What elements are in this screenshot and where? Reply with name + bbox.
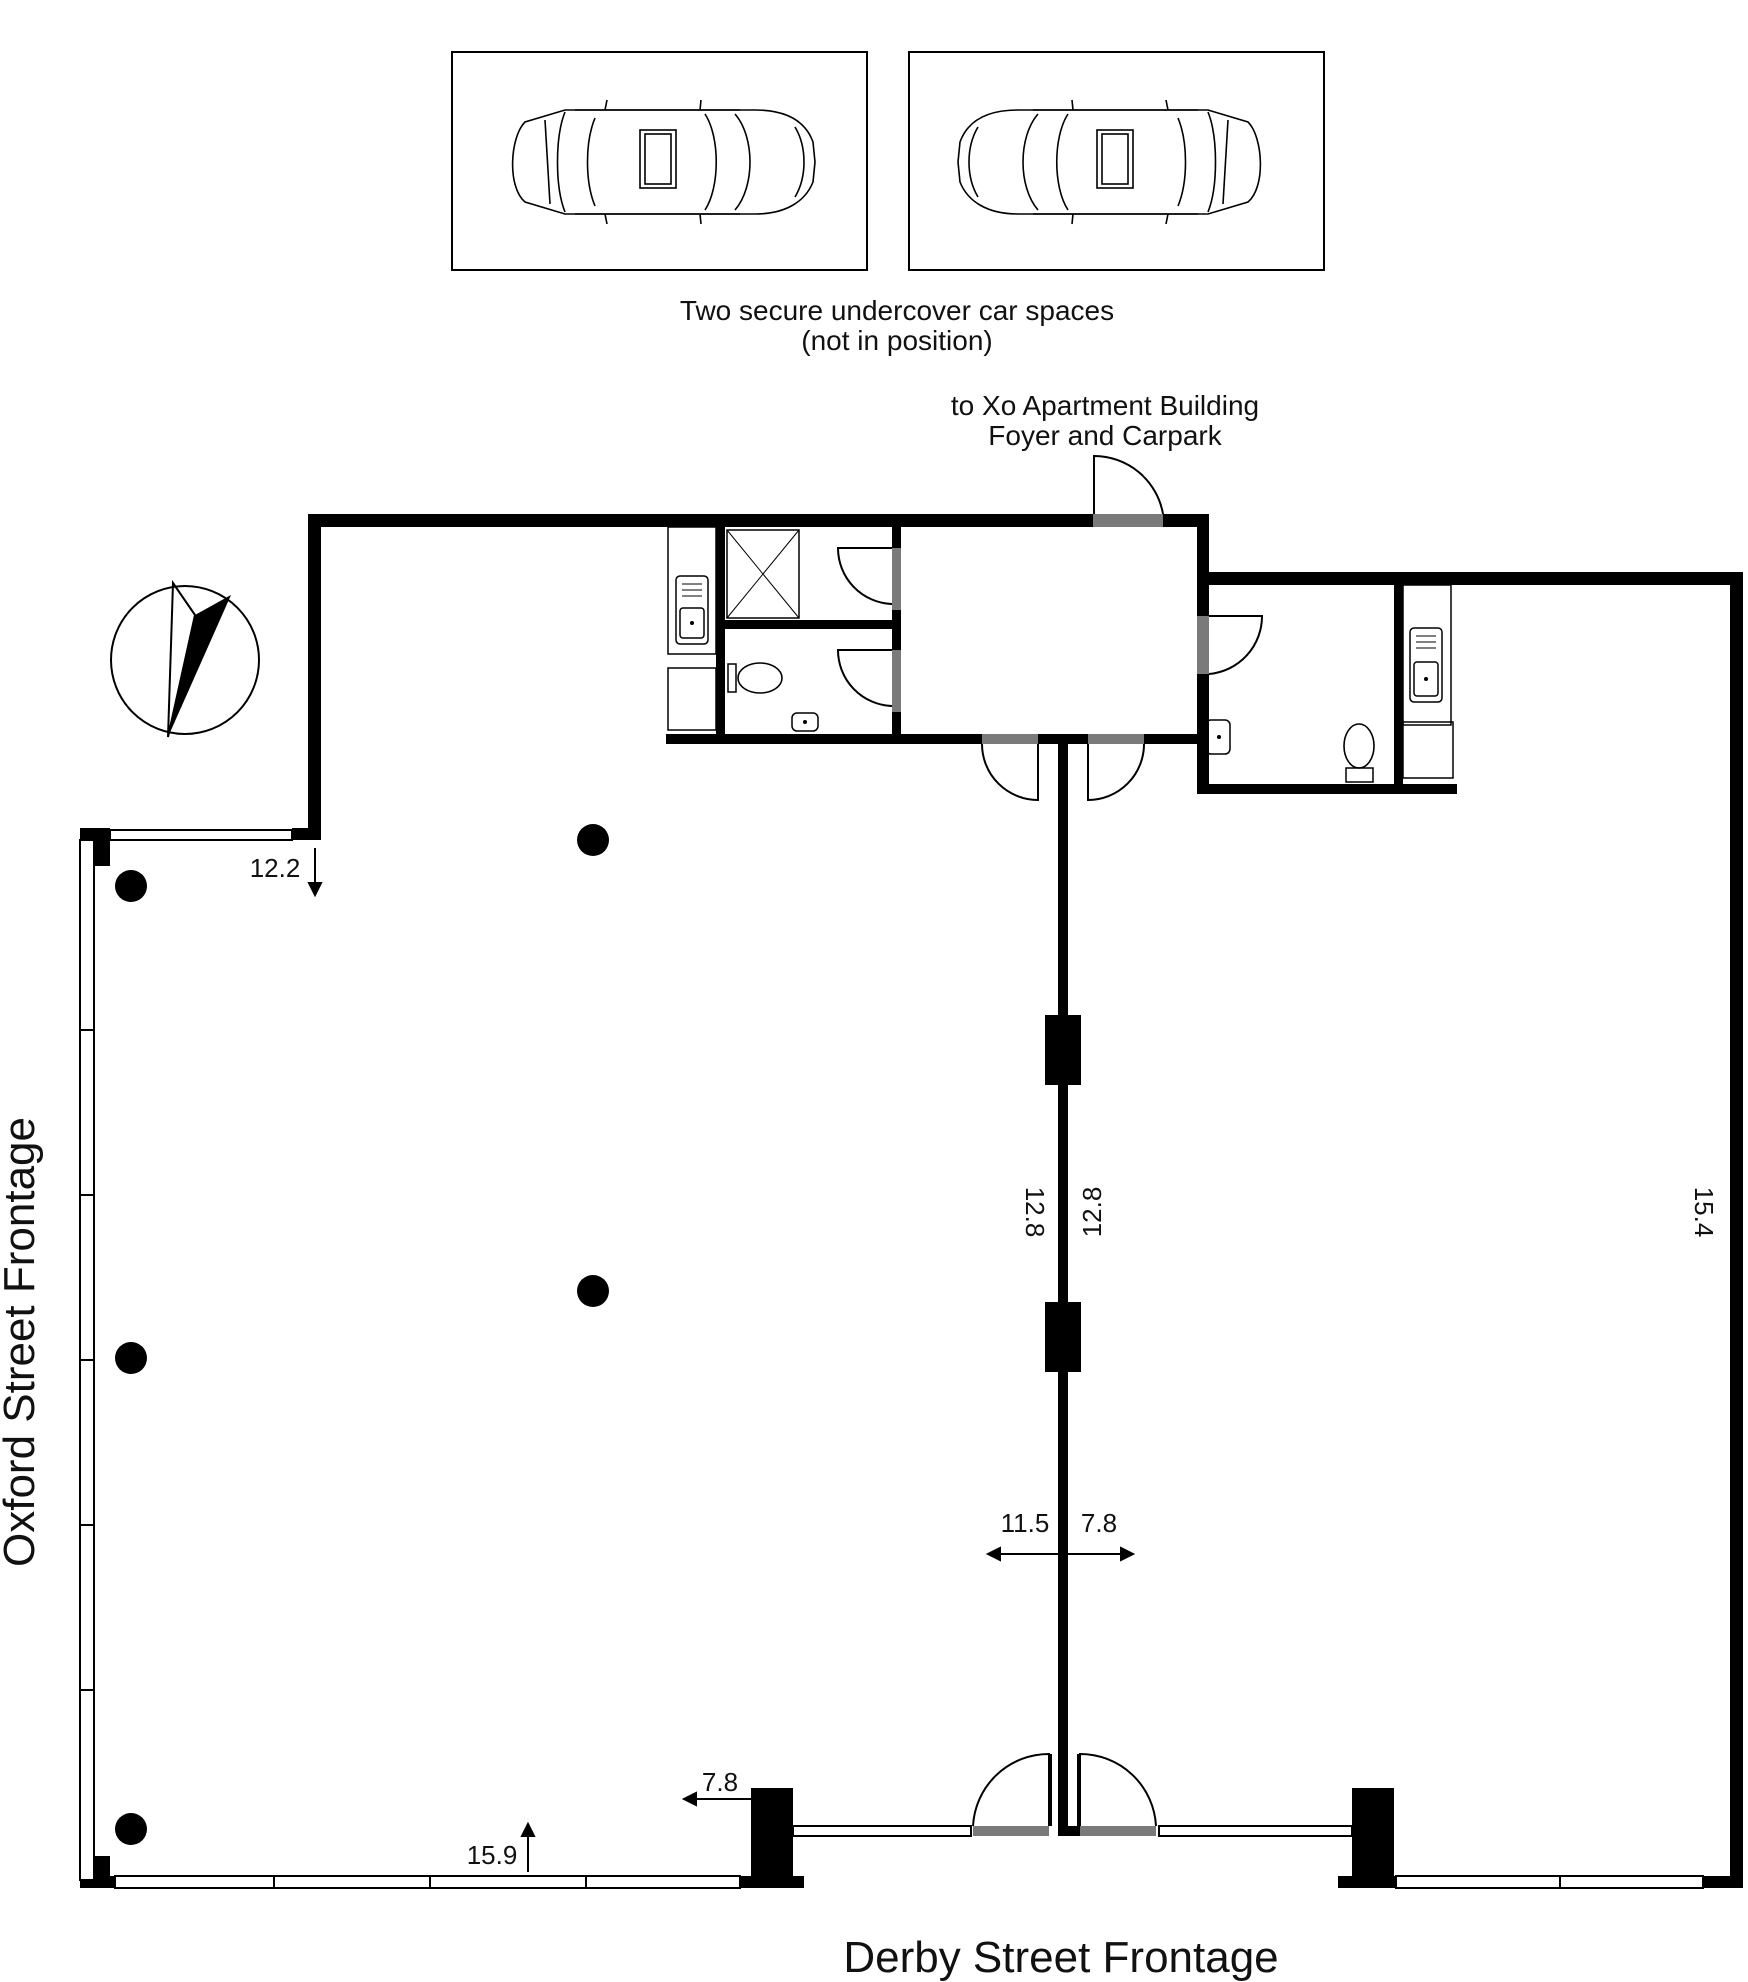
dim-label: 7.8 (702, 1767, 738, 1797)
column (115, 870, 147, 902)
service-core (666, 454, 1457, 802)
column (577, 1275, 609, 1307)
dimension-markers (307, 848, 1136, 1872)
car-icon (511, 99, 816, 225)
exterior-walls (80, 514, 1743, 1888)
street-label-bottom: Derby Street Frontage (843, 1933, 1278, 1982)
dim-label: 12.2 (250, 853, 301, 883)
dim-label: 12.8 (1077, 1187, 1107, 1238)
car-space-1 (451, 51, 868, 271)
dim-label: 12.8 (1020, 1187, 1050, 1238)
columns (115, 824, 609, 1845)
car-space-2 (908, 51, 1325, 271)
access-caption: to Xo Apartment Building (951, 390, 1259, 421)
car-spaces-caption: Two secure undercover car spaces (680, 295, 1114, 326)
north-arrow-icon (110, 579, 260, 738)
dim-label: 7.8 (1081, 1508, 1117, 1538)
column (577, 824, 609, 856)
glazing (79, 829, 1704, 1889)
dim-label: 15.9 (467, 1840, 518, 1870)
dim-label: 15.4 (1689, 1187, 1719, 1238)
column (115, 1813, 147, 1845)
car-icon (957, 99, 1262, 225)
tenancy-divider (972, 744, 1157, 1836)
car-spaces-note: (not in position) (801, 325, 992, 356)
car-spaces (451, 51, 1325, 271)
access-caption-2: Foyer and Carpark (988, 420, 1222, 451)
column (115, 1342, 147, 1374)
dim-label: 11.5 (1001, 1508, 1050, 1538)
street-label-left: Oxford Street Frontage (0, 1117, 44, 1567)
